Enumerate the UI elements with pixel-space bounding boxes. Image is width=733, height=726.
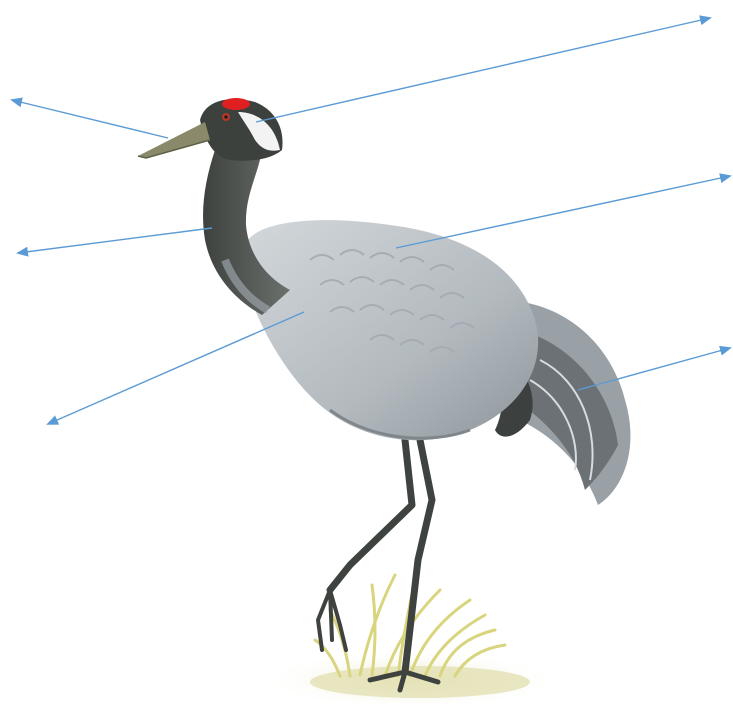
arrow-breast bbox=[48, 312, 304, 424]
red-crown bbox=[222, 98, 250, 110]
crane-bill bbox=[138, 122, 210, 158]
arrow-head bbox=[256, 18, 710, 122]
arrow-bill bbox=[12, 100, 168, 138]
crane-body bbox=[245, 220, 538, 440]
arrow-neck bbox=[18, 228, 212, 253]
crane-head bbox=[200, 98, 283, 161]
arrow-back bbox=[396, 176, 730, 248]
